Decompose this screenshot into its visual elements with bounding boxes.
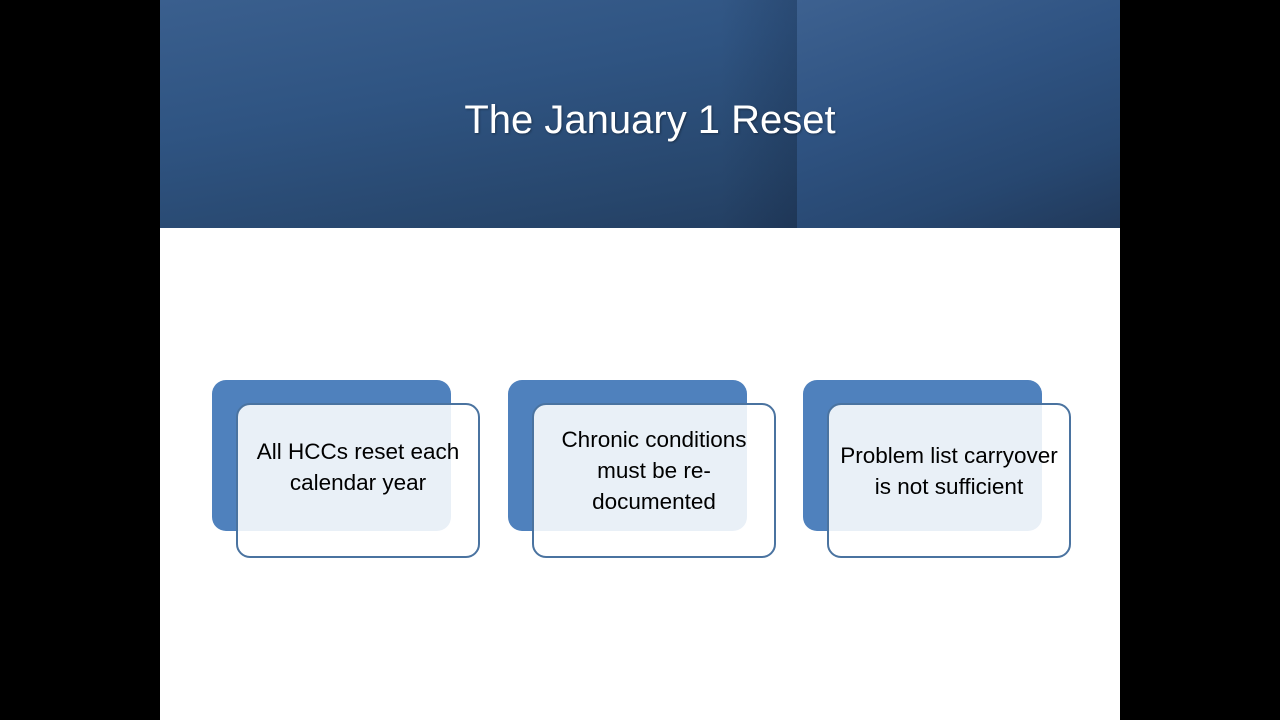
card-text: All HCCs reset each calendar year: [256, 438, 460, 495]
card-2: Chronic conditions must be re-documented: [508, 380, 778, 560]
slide: The January 1 Reset All HCCs reset each …: [160, 0, 1120, 720]
card-front-shape: All HCCs reset each calendar year: [236, 403, 480, 558]
banner-shade: [720, 0, 797, 228]
slide-title: The January 1 Reset: [464, 98, 836, 142]
card-1: All HCCs reset each calendar year: [212, 380, 482, 560]
card-text: Chronic conditions must be re-documented: [561, 427, 747, 514]
card-front-shape: Problem list carryover is not sufficient: [827, 403, 1071, 558]
card-3: Problem list carryover is not sufficient: [803, 380, 1073, 560]
card-front-shape: Chronic conditions must be re-documented: [532, 403, 776, 558]
card-text: Problem list carryover is not sufficient: [840, 442, 1058, 499]
banner-accent-panel: [797, 0, 1120, 228]
